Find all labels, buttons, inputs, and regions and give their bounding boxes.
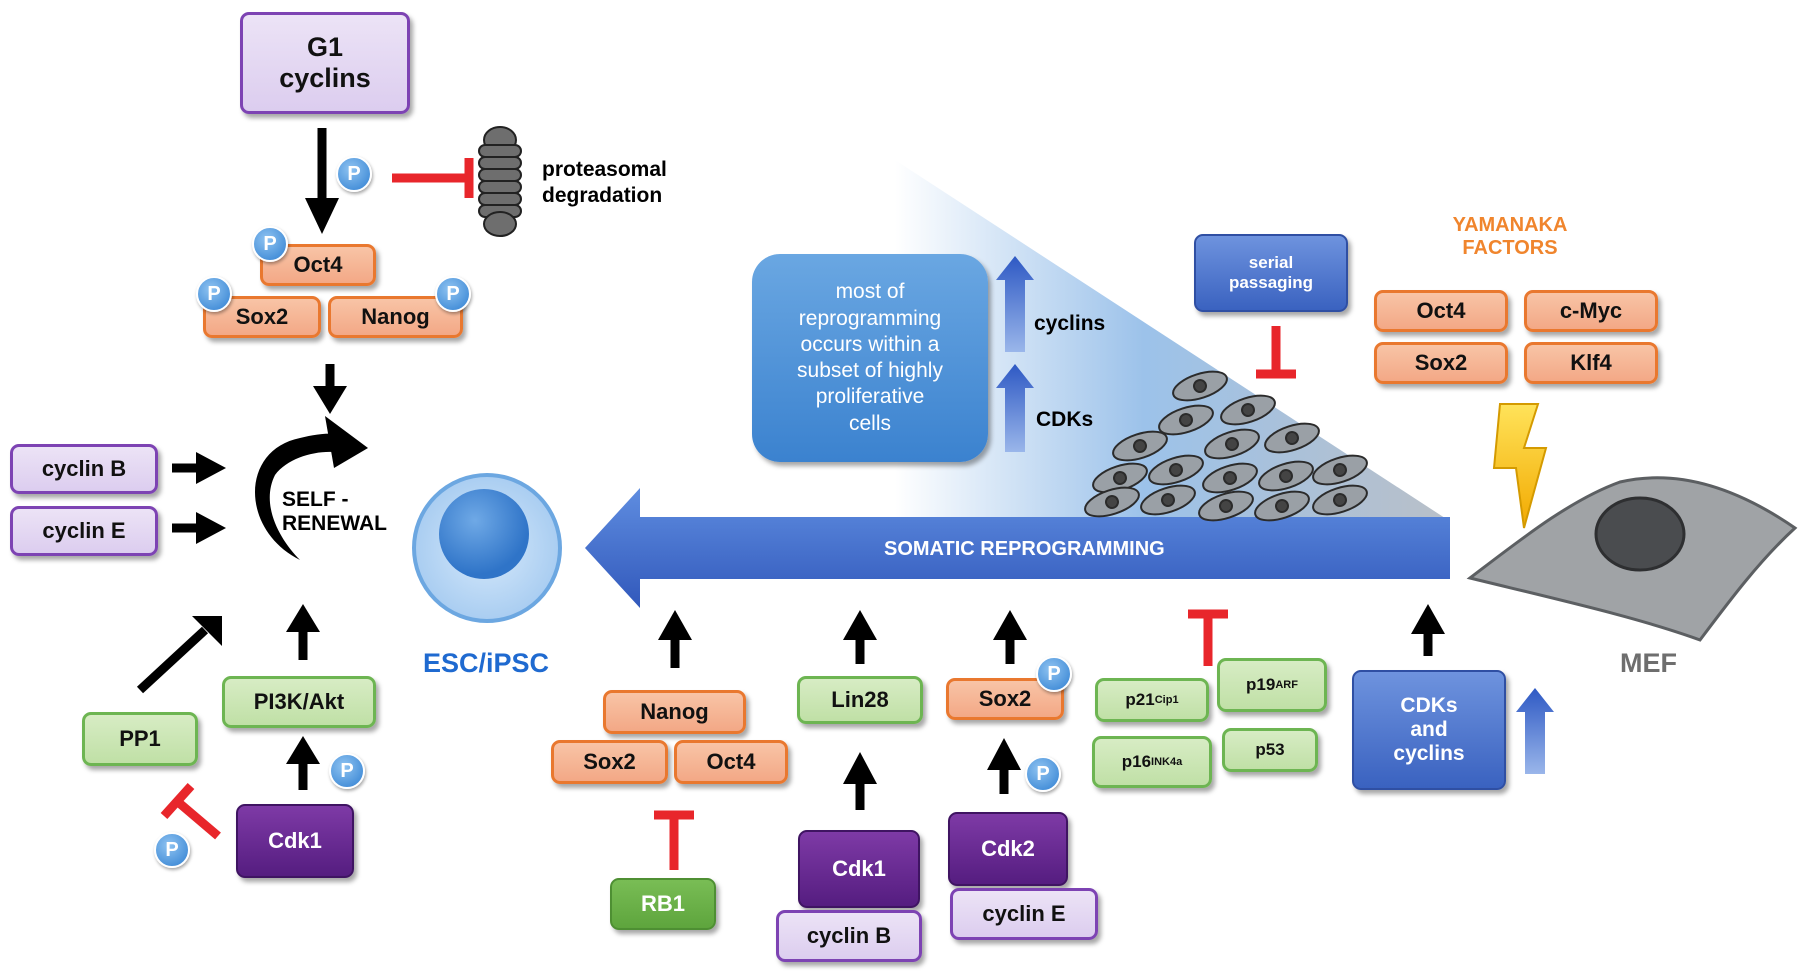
phospho-icon: P: [154, 832, 190, 868]
cdk1-bottom-box: Cdk1: [798, 830, 920, 908]
esc-cell: [412, 473, 562, 623]
cyclin-b-bottom: cyclin B: [776, 910, 922, 962]
mef-cell: [1466, 476, 1798, 642]
yamanaka-klf4: Klf4: [1524, 342, 1658, 384]
cdks-up-label: CDKs: [1036, 408, 1094, 431]
pi3k-akt-box: PI3K/Akt: [222, 676, 376, 728]
inhibition-symbols: [160, 158, 1296, 870]
phospho-icon: P: [1025, 756, 1061, 792]
p16-sup: INK4a: [1151, 755, 1183, 768]
cell-cluster: [1084, 370, 1368, 522]
phospho-icon: P: [252, 226, 288, 262]
phospho-icon: P: [1036, 656, 1072, 692]
p19-sup: ARF: [1275, 678, 1298, 691]
self-renewal-arrow: [255, 416, 368, 560]
cdk1-left-box: Cdk1: [236, 804, 354, 878]
rb1-box: RB1: [610, 878, 716, 930]
lin28-box: Lin28: [797, 676, 923, 724]
cyclin-b-left: cyclin B: [10, 444, 158, 494]
p19-main: p19: [1246, 675, 1276, 695]
serial-passaging-box: serial passaging: [1194, 234, 1348, 312]
p21-sup: Cip1: [1154, 693, 1179, 706]
pp1-box: PP1: [82, 712, 198, 766]
cyclins-up-label: cyclins: [1034, 312, 1106, 335]
cdks-and-cyclins-box: CDKs and cyclins: [1352, 670, 1506, 790]
info-box: most of reprogramming occurs within a su…: [752, 254, 988, 462]
phospho-icon: P: [329, 753, 365, 789]
yamanaka-sox2: Sox2: [1374, 342, 1508, 384]
mef-label: MEF: [1620, 648, 1677, 678]
yamanaka-title: YAMANAKA FACTORS: [1452, 214, 1568, 259]
nanog-top: Nanog: [328, 296, 463, 338]
cyclin-e-left: cyclin E: [10, 506, 158, 556]
yamanaka-oct4: Oct4: [1374, 290, 1508, 332]
lightning-bolt-icon: [1492, 403, 1548, 529]
oct4-bottom: Oct4: [674, 740, 788, 784]
nanog-bottom: Nanog: [603, 690, 746, 734]
somatic-reprogramming-label: SOMATIC REPROGRAMMING: [884, 538, 1165, 560]
proteasome-icon: [478, 126, 522, 237]
p16-main: p16: [1121, 752, 1152, 772]
sox2-bottom: Sox2: [551, 740, 668, 784]
self-renewal-label: SELF - RENEWAL: [282, 488, 387, 536]
cdk2-box: Cdk2: [948, 812, 1068, 886]
cyclin-e-bottom: cyclin E: [950, 888, 1098, 940]
esc-ipsc-label: ESC/iPSC: [423, 648, 550, 678]
p53-box: p53: [1222, 728, 1318, 772]
p21-main: p21: [1125, 690, 1155, 710]
black-arrows: [136, 128, 1445, 810]
somatic-reprogramming-arrow: [585, 488, 1450, 608]
phospho-icon: P: [336, 156, 372, 192]
blue-up-arrows: [996, 256, 1554, 774]
yamanaka-cmyc: c-Myc: [1524, 290, 1658, 332]
phospho-icon: P: [196, 276, 232, 312]
sox2-top: Sox2: [203, 296, 321, 338]
proteasomal-degradation-label: proteasomal degradation: [542, 158, 667, 208]
g1-cyclins-box: G1 cyclins: [240, 12, 410, 114]
phospho-icon: P: [435, 276, 471, 312]
